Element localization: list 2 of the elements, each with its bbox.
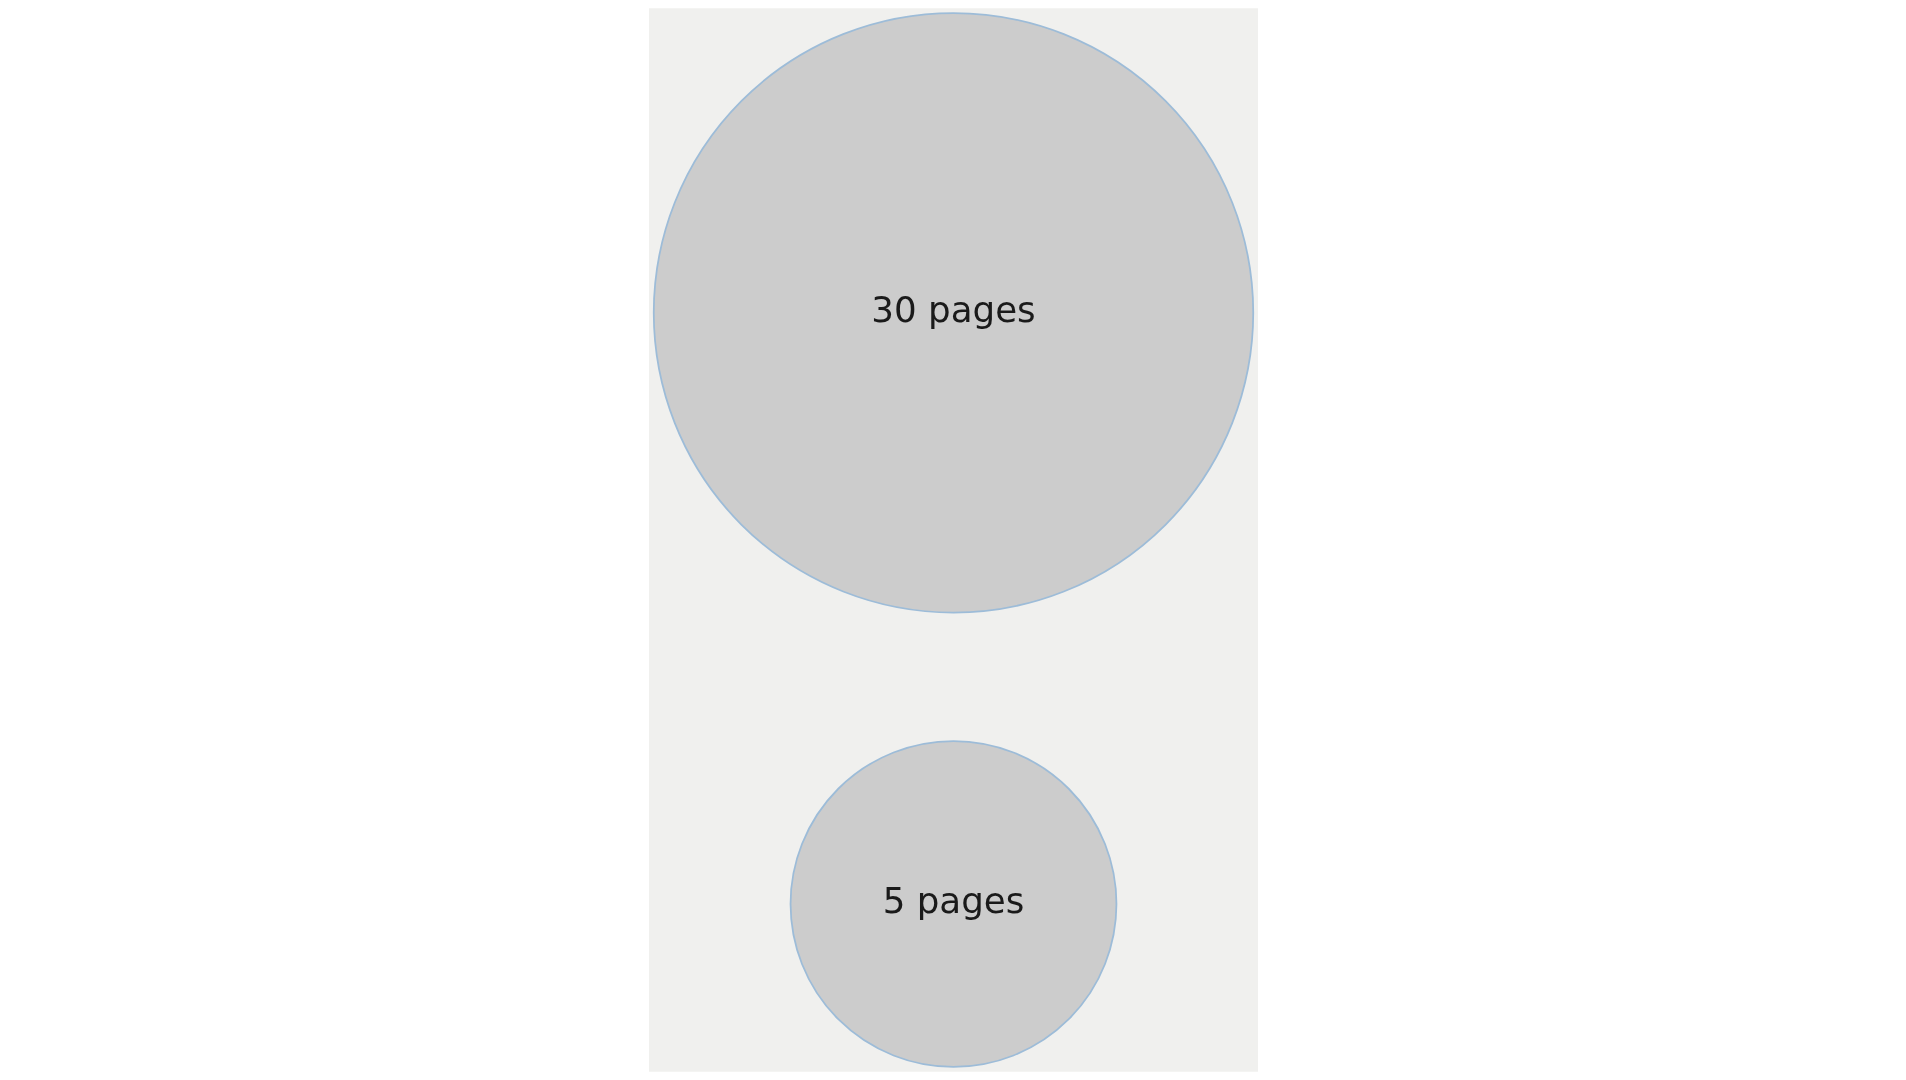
node-circle: 5 pages [789, 740, 1117, 1068]
node-circle: 30 pages [652, 12, 1254, 614]
